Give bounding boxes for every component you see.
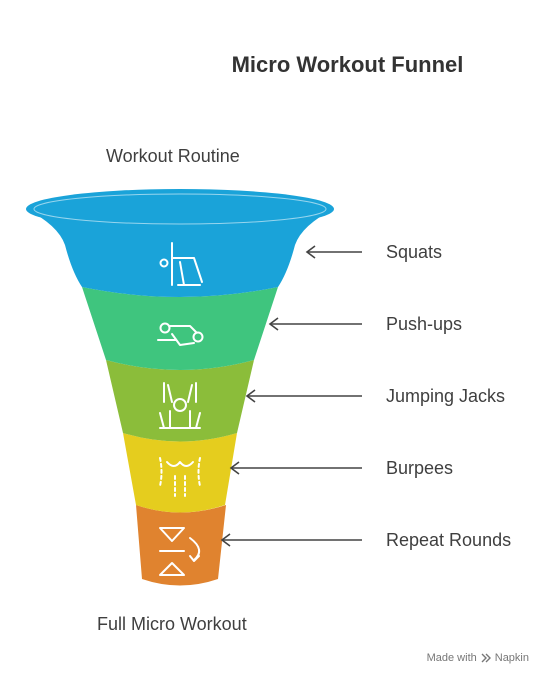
stage-label-burpees: Burpees bbox=[386, 458, 454, 478]
stage-label-push-ups: Push-ups bbox=[386, 314, 463, 334]
arrow-repeat-rounds bbox=[220, 533, 362, 547]
arrow-squats bbox=[305, 245, 362, 259]
pushup-figure-icon bbox=[157, 322, 204, 346]
diagram-title: Micro Workout Funnel bbox=[231, 52, 464, 77]
watermark-prefix: Made with bbox=[426, 652, 477, 664]
stage-label-repeat-rounds: Repeat Rounds bbox=[386, 530, 512, 550]
funnel-stage-repeat-rounds bbox=[136, 505, 226, 586]
arrow-burpees bbox=[229, 461, 362, 475]
funnel-stage-squats bbox=[26, 209, 334, 297]
stage-label-jumping-jacks: Jumping Jacks bbox=[386, 386, 506, 406]
stage-label-squats: Squats bbox=[386, 242, 443, 262]
funnel-top-label: Workout Routine bbox=[106, 146, 240, 166]
napkin-logo-icon bbox=[481, 653, 491, 663]
arrow-push-ups bbox=[268, 317, 362, 331]
funnel-stage-jumping-jacks bbox=[106, 360, 254, 442]
watermark-brand: Napkin bbox=[494, 652, 529, 664]
torso-icon bbox=[159, 457, 201, 497]
funnel-stage-push-ups bbox=[82, 287, 278, 370]
funnel-rim bbox=[26, 189, 334, 229]
arrow-jumping-jacks bbox=[245, 389, 362, 403]
napkin-watermark: Made with Napkin bbox=[427, 652, 529, 664]
funnel-bottom-label: Full Micro Workout bbox=[97, 614, 247, 634]
squat-figure-icon bbox=[159, 242, 203, 286]
jumping-jack-figure-icon bbox=[159, 382, 201, 429]
hourglass-repeat-icon bbox=[159, 527, 201, 576]
funnel-stage-burpees bbox=[123, 433, 237, 513]
